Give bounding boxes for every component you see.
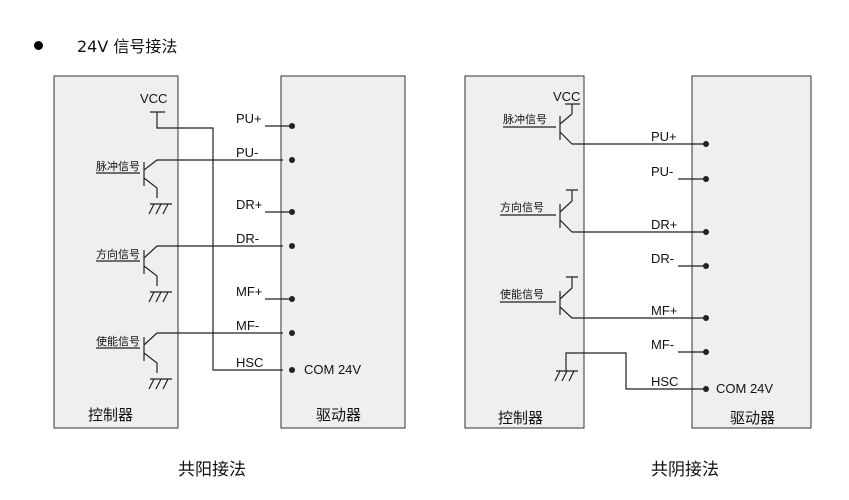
ground-hsc-wire (554, 352, 706, 390)
vcc-stub (565, 103, 580, 114)
pin-pu-minus: PU- (651, 164, 673, 179)
common-anode-diagram: 控制器 驱动器 VCC 脉冲信号 方向信号 使能信号 PU+ PU- DR+ D… (53, 75, 406, 479)
pin-pu-plus: PU+ (236, 111, 262, 126)
vcc-wire (150, 111, 283, 371)
pin-mf-plus: MF+ (651, 303, 677, 318)
driver-label: 驱动器 (316, 407, 361, 424)
direction-transistor (500, 189, 706, 233)
enable-transistor (96, 332, 283, 390)
section-heading: 24V 信号接法 (34, 33, 177, 57)
controller-label: 控制器 (498, 410, 543, 427)
diagram-caption: 共阳接法 (178, 460, 246, 479)
enable-signal-label: 使能信号 (500, 287, 544, 301)
pin-mf-minus: MF- (651, 337, 674, 352)
com-24v-label: COM 24V (716, 381, 773, 396)
bullet-icon (34, 40, 43, 50)
driver-box (691, 75, 812, 429)
pin-dr-plus: DR+ (651, 217, 677, 232)
pin-dots (289, 123, 295, 373)
direction-transistor (96, 245, 283, 303)
driver-label: 驱动器 (730, 410, 775, 427)
pulse-signal-label: 脉冲信号 (503, 112, 547, 126)
pin-hsc: HSC (651, 374, 678, 389)
minus-pin-stubs (678, 178, 706, 353)
diagram-caption: 共阴接法 (651, 460, 719, 479)
controller-label: 控制器 (88, 407, 133, 424)
direction-signal-label: 方向信号 (96, 247, 140, 261)
pulse-transistor (96, 159, 283, 215)
pin-dr-minus: DR- (236, 231, 259, 246)
pin-pu-plus: PU+ (651, 129, 677, 144)
pin-dots (703, 141, 709, 392)
pin-pu-minus: PU- (236, 145, 258, 160)
pin-hsc: HSC (236, 355, 263, 370)
pulse-transistor (503, 113, 706, 145)
common-cathode-diagram: 控制器 驱动器 VCC 脉冲信号 方向信号 使能信号 PU+ PU- DR+ D… (464, 75, 812, 479)
controller-box (464, 75, 585, 429)
driver-box (280, 75, 406, 429)
pin-dr-minus: DR- (651, 251, 674, 266)
enable-transistor (500, 276, 706, 319)
pin-mf-plus: MF+ (236, 284, 262, 299)
direction-signal-label: 方向信号 (500, 200, 544, 214)
positive-pin-stubs (265, 125, 292, 300)
heading-text: 24V 信号接法 (77, 37, 178, 56)
pin-dr-plus: DR+ (236, 197, 262, 212)
com-24v-label: COM 24V (304, 362, 361, 377)
vcc-label: VCC (553, 89, 580, 104)
pulse-signal-label: 脉冲信号 (96, 159, 140, 173)
enable-signal-label: 使能信号 (96, 334, 140, 348)
pin-mf-minus: MF- (236, 318, 259, 333)
vcc-label: VCC (140, 91, 167, 106)
